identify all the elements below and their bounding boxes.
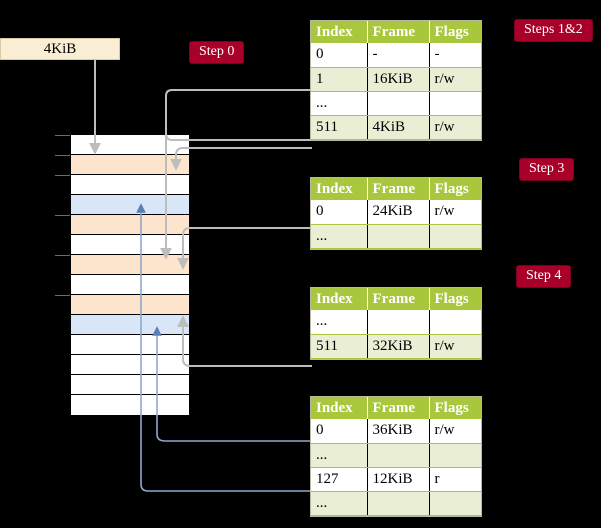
column-header-flags: Flags: [429, 397, 481, 419]
column-header-index: Index: [311, 21, 368, 43]
table-cell: [429, 443, 481, 468]
column-header-flags: Flags: [429, 288, 481, 310]
ruler-tick: [55, 215, 71, 216]
badge-step-4: Step 4: [516, 265, 572, 289]
memory-row: [71, 355, 189, 375]
memory-row: [71, 215, 189, 235]
table-cell: r: [429, 467, 481, 492]
table-cell: [367, 224, 430, 249]
table-row: ...: [311, 91, 481, 116]
table-cell: 511: [311, 115, 368, 140]
table-cell: [429, 310, 481, 335]
memory-row: [71, 195, 189, 215]
table-cell: [367, 491, 430, 516]
table-cell: [429, 224, 481, 249]
badge-step-3: Step 3: [519, 158, 575, 182]
memory-row: [71, 275, 189, 295]
ruler-tick: [55, 155, 71, 156]
table-cell: r/w: [429, 334, 481, 359]
table-cell: ...: [311, 224, 368, 249]
memory-row: [71, 375, 189, 395]
table-cell: 0: [311, 419, 368, 444]
memory-row: [71, 295, 189, 315]
table-cell: -: [429, 43, 481, 68]
table-cell: ...: [311, 491, 368, 516]
memory-row: [71, 235, 189, 255]
table-cell: r/w: [429, 419, 481, 444]
column-header-index: Index: [311, 178, 368, 200]
table-row: ...: [311, 310, 481, 335]
table-cell: [429, 491, 481, 516]
memory-row: [71, 315, 189, 335]
table-cell: 32KiB: [367, 334, 430, 359]
memory-row: [71, 155, 189, 175]
ruler-tick: [55, 255, 71, 256]
table-cell: -: [367, 43, 430, 68]
table-cell: 16KiB: [367, 67, 430, 92]
table-cell: [367, 310, 430, 335]
badge-step-0: Step 0: [189, 41, 245, 65]
table-cell: 0: [311, 200, 368, 225]
table-cell: ...: [311, 310, 368, 335]
table-row: 0--: [311, 43, 481, 68]
memory-row: [71, 255, 189, 275]
column-header-frame: Frame: [367, 397, 430, 419]
column-header-frame: Frame: [367, 288, 430, 310]
column-header-index: Index: [311, 288, 368, 310]
badge-steps-1-2: Steps 1&2: [514, 19, 593, 43]
column-header-frame: Frame: [367, 178, 430, 200]
physical-memory-column: [70, 134, 190, 415]
table-row: ...: [311, 491, 481, 516]
table-row: ...: [311, 224, 481, 249]
memory-row: [71, 175, 189, 195]
table-cell: 127: [311, 467, 368, 492]
column-header-frame: Frame: [367, 21, 430, 43]
table-cell: 4KiB: [367, 115, 430, 140]
table-cell: r/w: [429, 115, 481, 140]
memory-block-label: 4KiB: [43, 40, 77, 57]
table-cell: 12KiB: [367, 467, 430, 492]
table-cell: [429, 91, 481, 116]
table-cell: r/w: [429, 200, 481, 225]
ruler-tick: [55, 295, 71, 296]
table-cell: [367, 443, 430, 468]
table-cell: ...: [311, 91, 368, 116]
table-cell: [367, 91, 430, 116]
table-cell: 511: [311, 334, 368, 359]
ruler-tick: [55, 135, 71, 136]
table-cell: 24KiB: [367, 200, 430, 225]
table-cell: 36KiB: [367, 419, 430, 444]
memory-block-4kib: 4KiB: [0, 38, 120, 60]
table-row: ...: [311, 443, 481, 468]
memory-row: [71, 135, 189, 155]
table-cell: 1: [311, 67, 368, 92]
table-cell: ...: [311, 443, 368, 468]
column-header-index: Index: [311, 397, 368, 419]
memory-row: [71, 335, 189, 355]
column-header-flags: Flags: [429, 178, 481, 200]
column-header-flags: Flags: [429, 21, 481, 43]
ruler-tick: [55, 175, 71, 176]
table-cell: r/w: [429, 67, 481, 92]
table-cell: 0: [311, 43, 368, 68]
memory-row: [71, 395, 189, 415]
